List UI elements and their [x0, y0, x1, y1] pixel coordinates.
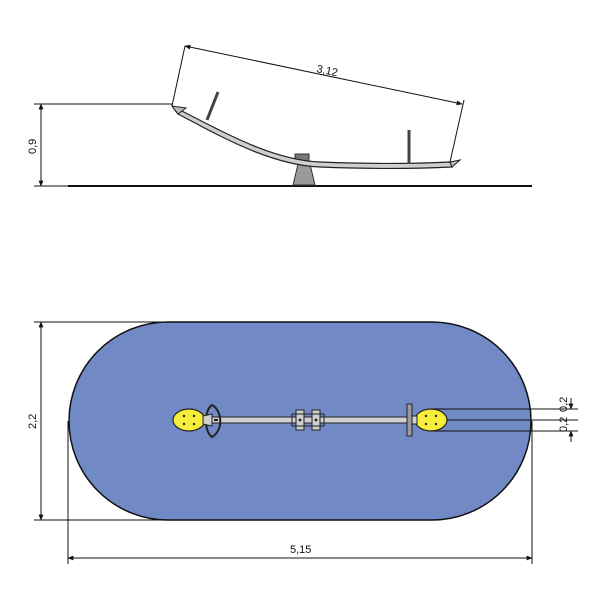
height-label: 0,9 [27, 139, 39, 154]
seat-offset-label-2: 0,2 [558, 417, 570, 432]
right-handle-top [406, 403, 413, 437]
seesaw-left-end [170, 105, 188, 115]
depth-label: 2,2 [27, 414, 39, 429]
length-label: 3,12 [315, 63, 338, 79]
side-view: 3,12 0,9 [27, 44, 532, 187]
left-handle-top [205, 403, 222, 439]
length-ext-left [171, 45, 186, 107]
width-label: 5,15 [290, 544, 311, 556]
seesaw-right-end [449, 159, 462, 168]
length-ext-right [449, 99, 465, 163]
top-view: 2,2 5,15 0,2 0,2 [27, 321, 578, 564]
length-dimension-line [184, 44, 463, 106]
left-seat [172, 408, 213, 432]
pivot-assembly [291, 409, 325, 431]
left-handle-side [205, 91, 220, 121]
seat-offset-label-1: 0,2 [558, 397, 570, 412]
